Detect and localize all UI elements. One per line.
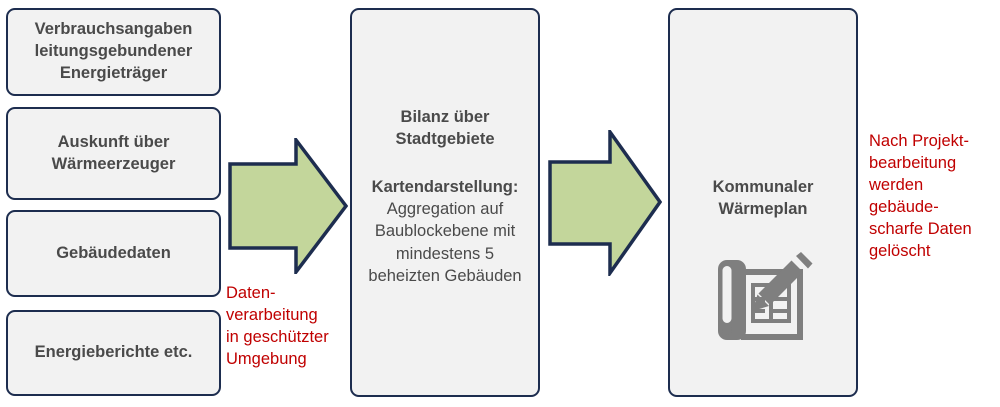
blueprint-pencil-icon <box>718 252 813 341</box>
source-box-auskunft-waermeerzeuger[interactable]: Auskunft über Wärmeerzeuger <box>6 107 221 200</box>
source-box-energieberichte[interactable]: Energieberichte etc. <box>6 310 221 396</box>
source-box-gebaeudedaten[interactable]: Gebäudedaten <box>6 210 221 297</box>
note-daten-geloescht: Nach Projekt- bearbeitung werden gebäude… <box>869 132 972 260</box>
arrow-sources-to-process <box>228 138 348 274</box>
process-body-text: Aggregation auf Baublockebene mit mindes… <box>368 200 522 285</box>
process-box-content: Bilanz über Stadtgebiete Kartendarstellu… <box>362 106 528 287</box>
source-box-label: Auskunft über Wärmeerzeuger <box>51 132 176 173</box>
result-title: Kommunaler Wärmeplan <box>712 178 814 219</box>
process-sub-heading: Kartendarstellung: <box>371 178 519 197</box>
process-title: Bilanz über Stadtgebiete <box>395 108 495 149</box>
process-box-bilanz[interactable]: Bilanz über Stadtgebiete Kartendarstellu… <box>350 8 540 397</box>
source-box-verbrauchsangaben[interactable]: Verbrauchsangaben leitungsgebundener Ene… <box>6 8 221 96</box>
note-datenverarbeitung: Daten- verarbeitung in geschützter Umgeb… <box>226 284 329 368</box>
source-box-label: Gebäudedaten <box>56 243 171 262</box>
result-box-content: Kommunaler Wärmeplan <box>680 176 846 350</box>
arrow-process-to-result <box>548 130 662 276</box>
result-box-waermeplan[interactable]: Kommunaler Wärmeplan <box>668 8 858 397</box>
source-box-label: Energieberichte etc. <box>34 343 193 362</box>
source-box-label: Verbrauchsangaben leitungsgebundener Ene… <box>34 20 193 82</box>
